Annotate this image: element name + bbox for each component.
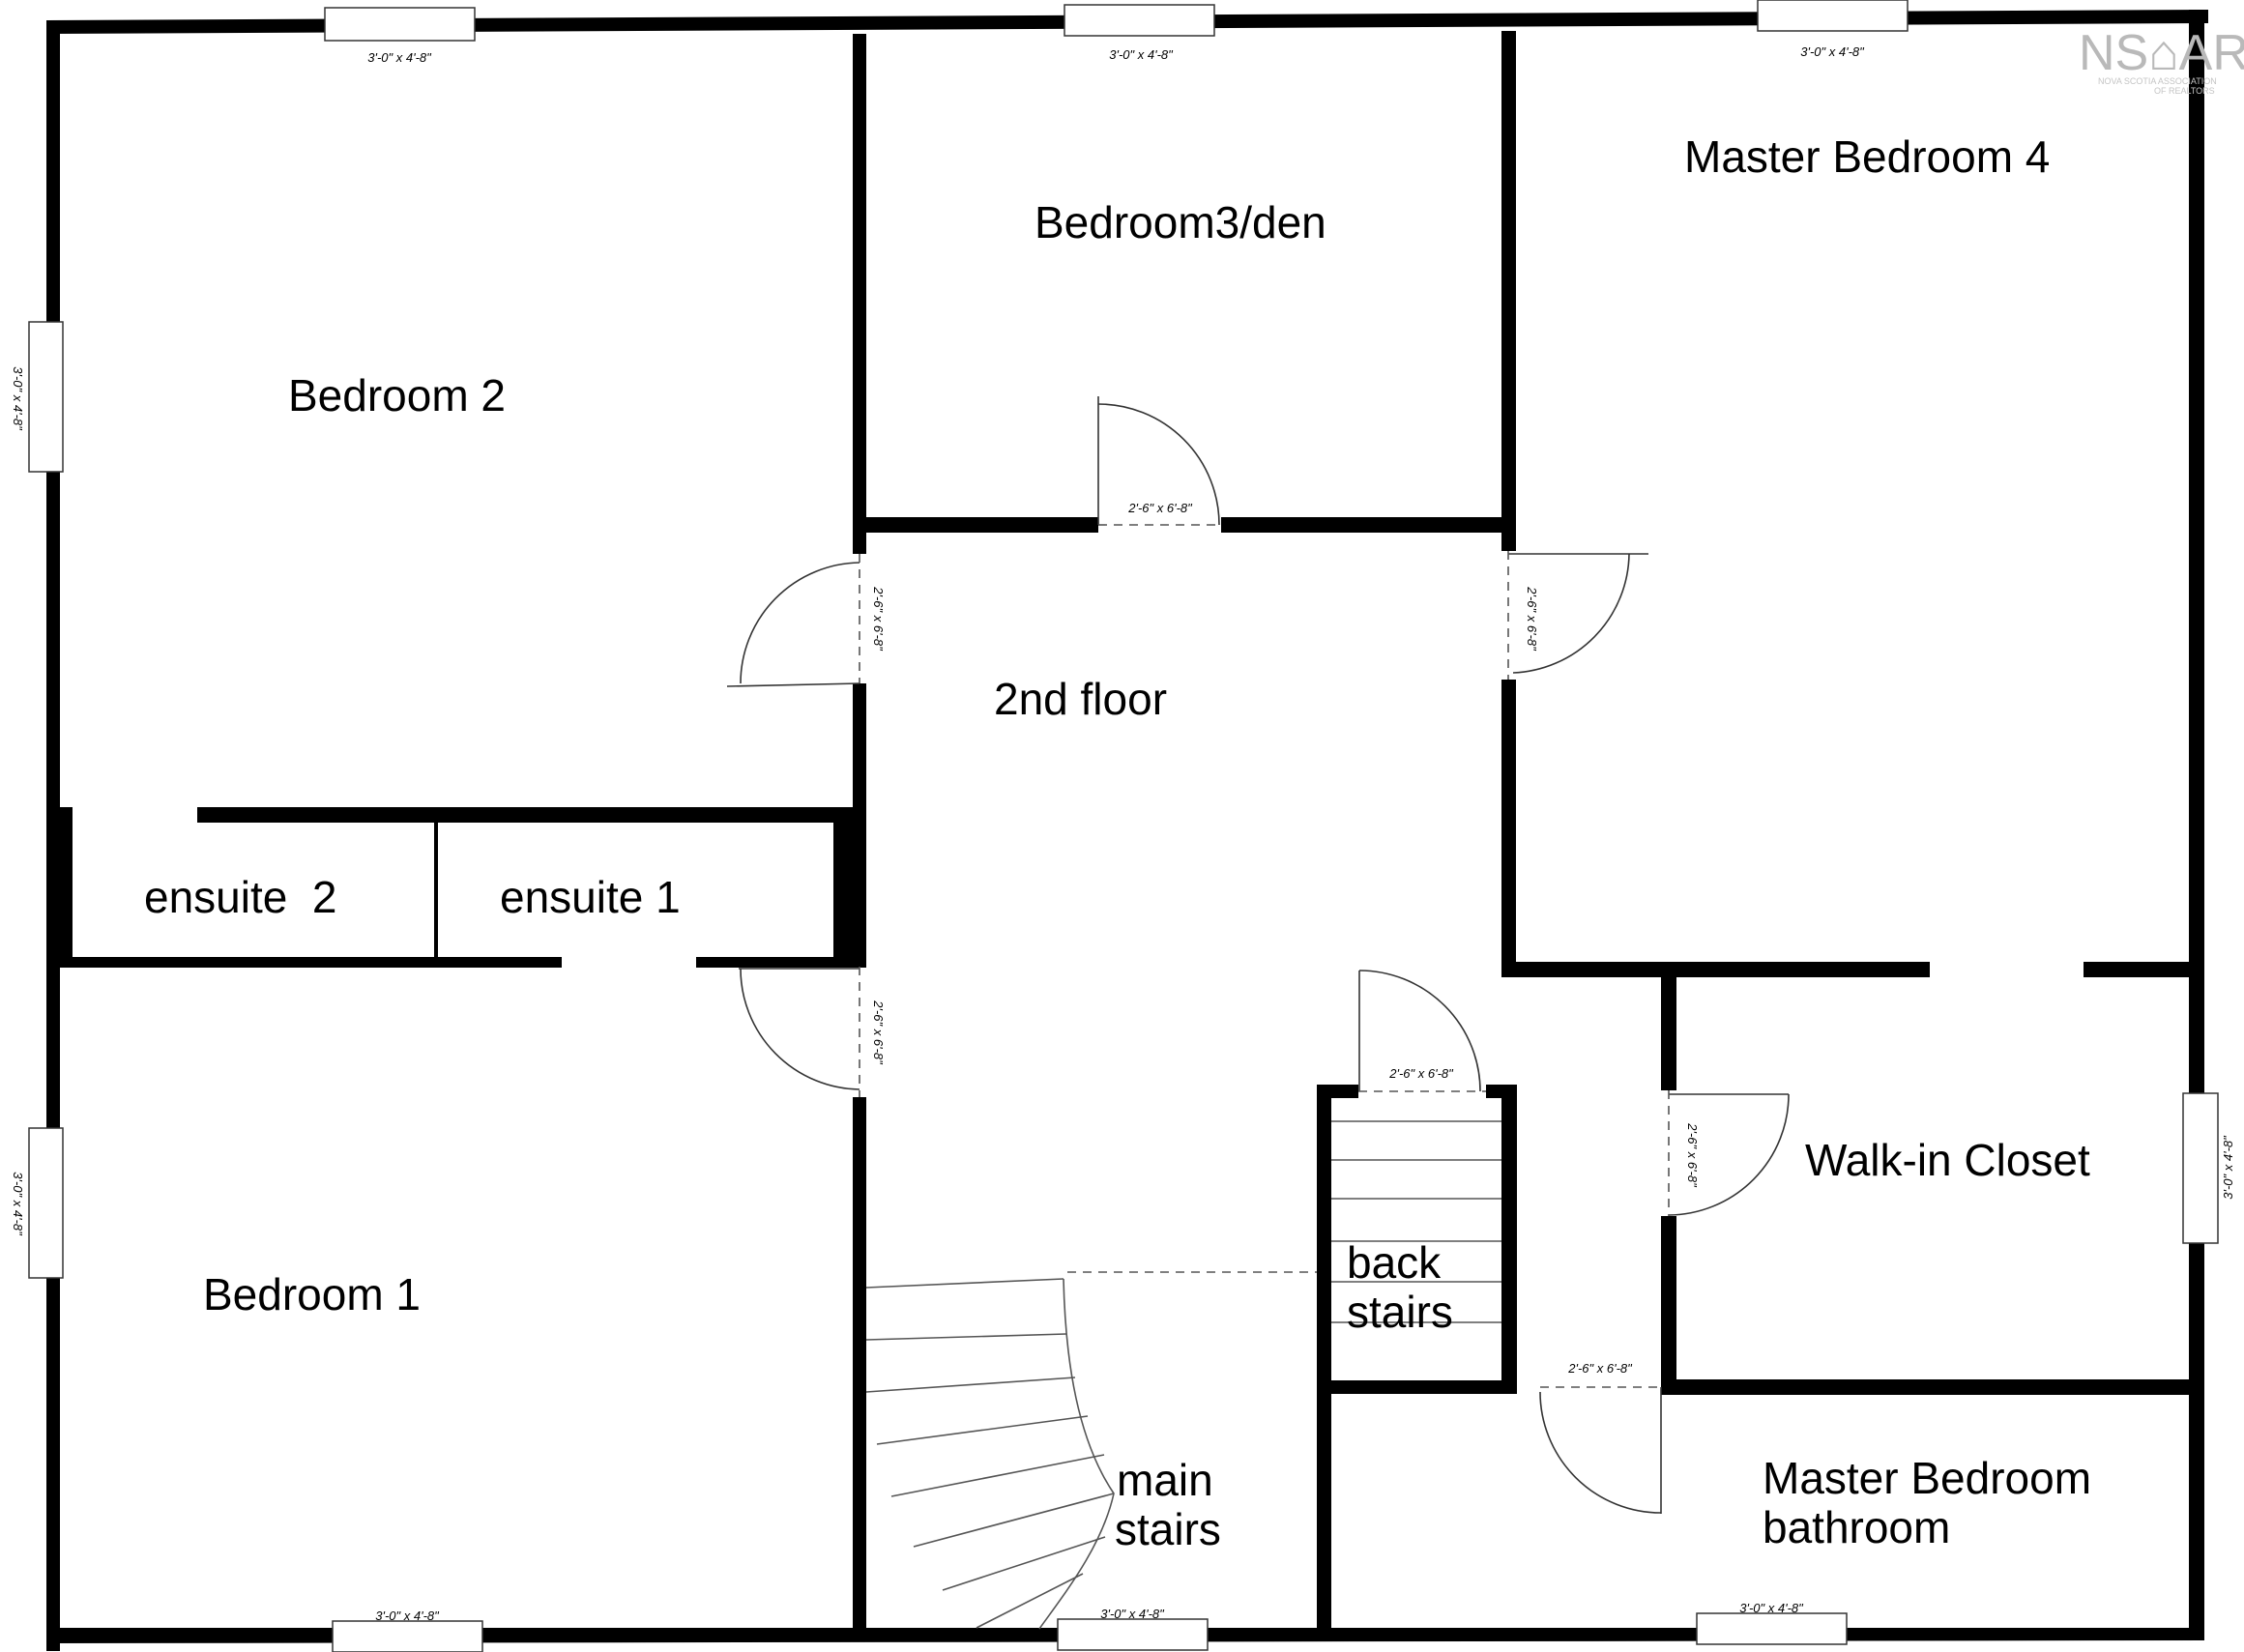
window-label-top-left: 3'-0" x 4'-8"	[367, 50, 432, 65]
wall-ensuite-top	[197, 807, 845, 823]
wall-ensuite-left-thick	[53, 807, 73, 962]
window-label-left-upper: 3'-0" x 4'-8"	[11, 366, 25, 431]
door-label-bedroom1: 2'-6" x 6'-8"	[871, 1000, 886, 1065]
room-label-bedroom2: Bedroom 2	[288, 370, 506, 420]
wall-ensuite-bottom-left	[53, 957, 562, 968]
room-label-bedroom3: Bedroom3/den	[1035, 197, 1326, 247]
door-bedroom2: 2'-6" x 6'-8"	[726, 554, 886, 687]
door-label-master4: 2'-6" x 6'-8"	[1525, 586, 1539, 652]
exterior-walls	[46, 10, 2208, 1651]
room-label-ensuite1: ensuite 1	[500, 872, 681, 922]
door-walkin: 2'-6" x 6'-8"	[1668, 1090, 1790, 1216]
window-label-bottom-mid: 3'-0" x 4'-8"	[1100, 1607, 1165, 1621]
wall-bed3-master	[1501, 31, 1516, 551]
room-label-back-stairs-2: stairs	[1347, 1287, 1453, 1337]
back-stairs-treads	[1331, 1120, 1501, 1323]
window-label-top-mid: 3'-0" x 4'-8"	[1109, 47, 1174, 62]
room-label-walkin-closet: Walk-in Closet	[1805, 1135, 2090, 1185]
wall-backstairs-right	[1501, 1085, 1517, 1394]
window-top-right	[1757, 0, 1909, 32]
room-label-main-stairs-1: main	[1117, 1455, 1213, 1505]
room-label-master-bath-1: Master Bedroom	[1763, 1453, 2091, 1503]
interior-walls	[53, 31, 2192, 1636]
nsar-logo: NS⌂AR NOVA SCOTIA ASSOCIATION OF REALTOR…	[2079, 25, 2244, 96]
wall-master-bottom-left	[1501, 962, 1930, 977]
wall-walkin-left-lower	[1661, 1216, 1676, 1393]
wall-bed3-bottom-right	[1221, 517, 1501, 533]
window-label-bottom-left: 3'-0" x 4'-8"	[375, 1609, 440, 1623]
room-labels: Bedroom 2 Bedroom3/den Master Bedroom 4 …	[144, 131, 2091, 1554]
door-bedroom1: 2'-6" x 6'-8"	[739, 967, 886, 1097]
room-label-2nd-floor: 2nd floor	[994, 674, 1167, 724]
window-bottom-mid	[1057, 1618, 1209, 1651]
door-label-master-bath: 2'-6" x 6'-8"	[1567, 1361, 1633, 1376]
wall-bed3-bottom-left	[866, 517, 1098, 533]
window-right	[2182, 1092, 2219, 1244]
window-top-left	[324, 7, 476, 42]
window-label-bottom-right: 3'-0" x 4'-8"	[1739, 1601, 1804, 1615]
window-label-top-right: 3'-0" x 4'-8"	[1800, 44, 1865, 59]
room-label-back-stairs-1: back	[1347, 1237, 1442, 1288]
window-labels: 3'-0" x 4'-8" 3'-0" x 4'-8" 3'-0" x 4'-8…	[11, 44, 2235, 1623]
room-label-master-bath-2: bathroom	[1763, 1502, 1950, 1552]
room-label-main-stairs-2: stairs	[1115, 1504, 1221, 1554]
door-label-walkin: 2'-6" x 6'-8"	[1685, 1122, 1700, 1188]
logo-line2: OF REALTORS	[2154, 86, 2215, 96]
door-master4: 2'-6" x 6'-8"	[1507, 551, 1648, 680]
wall-walkin-bottom	[1661, 1379, 2192, 1395]
wall-ensuite-divider	[434, 823, 438, 962]
door-master-bath: 2'-6" x 6'-8"	[1539, 1361, 1662, 1514]
wall-bed2-bed3	[853, 34, 866, 554]
wall-backstairs-top-right	[1486, 1085, 1517, 1098]
wall-backstairs-top-left	[1317, 1085, 1358, 1098]
room-label-master4: Master Bedroom 4	[1684, 131, 2050, 182]
logo-mark: NS⌂AR	[2079, 25, 2244, 81]
main-stairs-treads	[865, 1278, 1115, 1630]
window-bottom-right	[1696, 1612, 1848, 1645]
wall-walkin-left-upper	[1661, 974, 1676, 1090]
door-back-stairs: 2'-6" x 6'-8"	[1358, 970, 1486, 1092]
door-bedroom3: 2'-6" x 6'-8"	[1097, 396, 1221, 526]
room-label-ensuite2: ensuite 2	[144, 872, 336, 922]
wall-ensuite-bottom-right	[696, 957, 866, 968]
windows	[28, 0, 2219, 1652]
wall-master-bottom-right	[2084, 962, 2192, 977]
logo-line1: NOVA SCOTIA ASSOCIATION	[2098, 76, 2217, 86]
wall-backstairs-left	[1317, 1085, 1331, 1636]
window-top-mid	[1064, 4, 1215, 37]
window-label-left-lower: 3'-0" x 4'-8"	[11, 1172, 25, 1236]
room-label-bedroom1: Bedroom 1	[203, 1269, 421, 1319]
window-left-upper	[28, 321, 64, 473]
wall-bed1-right	[853, 1097, 866, 1634]
wall-bed2-hall	[853, 683, 866, 809]
door-label-back-stairs: 2'-6" x 6'-8"	[1388, 1066, 1454, 1081]
wall-ensuite-right-thick	[833, 807, 866, 967]
wall-backstairs-bottom	[1331, 1380, 1517, 1394]
window-bottom-left	[332, 1620, 483, 1652]
door-label-bedroom3: 2'-6" x 6'-8"	[1127, 501, 1193, 515]
wall-master-hall	[1501, 680, 1516, 970]
window-label-right: 3'-0" x 4'-8"	[2221, 1135, 2235, 1200]
window-left-lower	[28, 1127, 64, 1279]
door-label-bedroom2: 2'-6" x 6'-8"	[871, 586, 886, 652]
doors: 2'-6" x 6'-8" 2'-6" x 6'-8" 2'-6" x 6'-8…	[726, 396, 1790, 1514]
